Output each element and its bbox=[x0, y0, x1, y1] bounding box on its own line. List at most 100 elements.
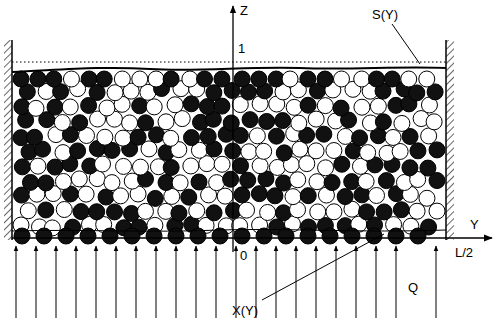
particle bbox=[402, 160, 418, 176]
particle bbox=[97, 129, 113, 145]
particle bbox=[78, 186, 94, 202]
particle bbox=[360, 145, 376, 161]
particle bbox=[146, 228, 162, 244]
particle bbox=[234, 71, 250, 87]
particle bbox=[234, 187, 250, 203]
particle bbox=[123, 205, 139, 221]
particle bbox=[251, 71, 267, 87]
particle bbox=[318, 160, 334, 176]
particle bbox=[352, 130, 368, 146]
particle bbox=[99, 100, 115, 116]
particle bbox=[275, 113, 291, 129]
particle bbox=[96, 71, 112, 87]
particle bbox=[358, 173, 374, 189]
particle bbox=[359, 204, 375, 220]
particle bbox=[308, 143, 324, 159]
particle bbox=[252, 158, 268, 174]
top-level-line bbox=[12, 62, 446, 63]
particle bbox=[73, 204, 89, 220]
axis-label: Y bbox=[470, 218, 479, 231]
particle bbox=[55, 145, 71, 161]
particle bbox=[138, 115, 154, 131]
particle bbox=[291, 115, 307, 131]
particle bbox=[104, 175, 120, 191]
particle bbox=[147, 190, 163, 206]
particle bbox=[181, 189, 197, 205]
particle bbox=[89, 204, 105, 220]
particle bbox=[62, 99, 78, 115]
particle bbox=[240, 172, 256, 188]
particle bbox=[46, 71, 62, 87]
left-wall bbox=[11, 40, 13, 240]
axis-label: 1 bbox=[238, 42, 245, 55]
axis-label: L/2 bbox=[455, 246, 473, 259]
particle bbox=[70, 143, 86, 159]
flow-arrow bbox=[276, 246, 277, 318]
particle bbox=[168, 228, 184, 244]
particle bbox=[171, 205, 187, 221]
particle bbox=[370, 98, 386, 114]
particle bbox=[375, 114, 391, 130]
surface-line bbox=[12, 67, 446, 72]
particle bbox=[394, 115, 410, 131]
flow-arrow bbox=[216, 246, 217, 318]
particle bbox=[38, 175, 54, 191]
particle bbox=[158, 114, 174, 130]
particle bbox=[268, 128, 284, 144]
flow-arrow bbox=[396, 246, 397, 318]
right-wall bbox=[445, 40, 447, 240]
axis-label: S(Y) bbox=[372, 8, 398, 21]
particle bbox=[223, 171, 239, 187]
axis-label: Z bbox=[240, 4, 248, 17]
particle bbox=[234, 228, 250, 244]
particle bbox=[308, 111, 324, 127]
z-axis bbox=[232, 6, 233, 252]
particle bbox=[130, 129, 146, 145]
particle bbox=[122, 115, 138, 131]
particle bbox=[81, 71, 97, 87]
front-line bbox=[12, 230, 446, 232]
axis-label: 0 bbox=[238, 248, 249, 263]
particle bbox=[316, 126, 332, 142]
particle bbox=[182, 71, 198, 87]
flow-arrow bbox=[36, 246, 37, 318]
particle bbox=[300, 97, 316, 113]
flow-arrow bbox=[116, 246, 117, 318]
particle bbox=[275, 205, 291, 221]
particle bbox=[239, 202, 255, 218]
particle bbox=[317, 98, 333, 114]
particle bbox=[300, 71, 316, 87]
flow-arrow bbox=[376, 246, 377, 318]
particle bbox=[368, 71, 384, 87]
particle bbox=[233, 158, 249, 174]
particle bbox=[276, 145, 292, 161]
particle bbox=[419, 71, 435, 87]
axis-label: X(Y) bbox=[232, 304, 258, 317]
particle bbox=[223, 115, 239, 131]
particle bbox=[163, 71, 179, 87]
particle bbox=[337, 128, 353, 144]
particle bbox=[114, 71, 130, 87]
particle bbox=[419, 190, 435, 206]
particle bbox=[410, 143, 426, 159]
particle bbox=[209, 175, 225, 191]
particle bbox=[167, 97, 183, 113]
particle bbox=[172, 175, 188, 191]
particle bbox=[95, 156, 111, 172]
particle bbox=[47, 159, 63, 175]
particle bbox=[14, 159, 30, 175]
particle bbox=[22, 174, 38, 190]
particle bbox=[71, 171, 87, 187]
flow-arrow bbox=[76, 246, 77, 318]
particle bbox=[38, 202, 54, 218]
y-axis bbox=[12, 237, 492, 239]
flow-arrow bbox=[356, 246, 357, 318]
particle-packing bbox=[13, 71, 445, 244]
particle bbox=[256, 228, 272, 244]
particle bbox=[324, 175, 340, 191]
flow-arrow bbox=[336, 246, 337, 318]
particle bbox=[385, 129, 401, 145]
particle bbox=[98, 189, 114, 205]
particle bbox=[354, 99, 370, 115]
